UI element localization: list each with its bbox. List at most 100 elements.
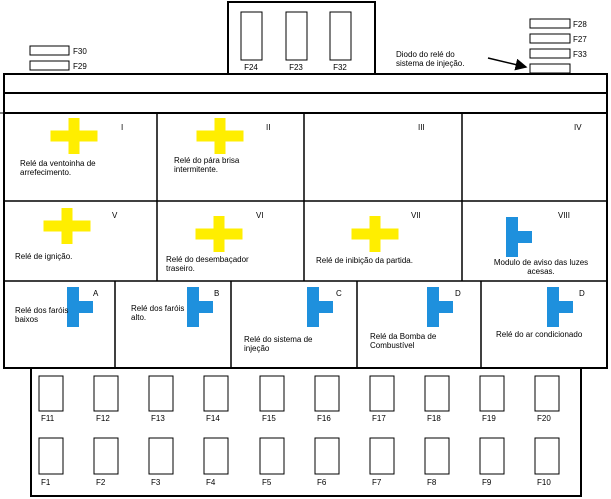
relay-label: Relé do desembaçador	[166, 255, 249, 264]
fuse: F17	[369, 375, 395, 423]
side-fuse-label: F27	[573, 35, 587, 44]
side-fuse: F27	[529, 33, 587, 44]
side-fuse: F30	[29, 45, 87, 56]
side-fuse-label: F28	[573, 20, 587, 29]
fuse-label: F16	[317, 414, 331, 423]
relay-numeral: VIII	[558, 211, 570, 220]
fuse-label: F14	[206, 414, 220, 423]
side-fuse	[529, 63, 571, 74]
relay-cell: V Relé de ignição.	[15, 208, 118, 261]
relay-label: Relé do sistema de	[244, 335, 313, 344]
fuse: F4	[203, 437, 229, 487]
fuse-label: F1	[41, 478, 51, 487]
fuse: F14	[203, 375, 229, 423]
relay-label: Relé da ventoinha de	[20, 159, 96, 168]
fuse-label: F2	[96, 478, 106, 487]
relay-letter: D	[455, 289, 461, 298]
relay-label: intermitente.	[174, 165, 218, 174]
relay-t-icon	[187, 287, 213, 327]
diode-label-line1: Diodo do relé do	[396, 50, 455, 59]
relay-numeral: III	[418, 123, 425, 132]
fuse-label: F12	[96, 414, 110, 423]
fuse: F9	[479, 437, 505, 487]
relay-cell: IV	[461, 113, 582, 201]
relay-label: acesas.	[527, 267, 555, 276]
fuse-label: F7	[372, 478, 382, 487]
relay-letter: A	[93, 289, 99, 298]
relay-cross-icon	[195, 216, 243, 252]
relay-label: Combustível	[370, 341, 415, 350]
relay-numeral: IV	[574, 123, 582, 132]
relay-numeral: VII	[411, 211, 421, 220]
diode-arrow	[487, 57, 528, 71]
relay-numeral: VI	[256, 211, 264, 220]
fuse: F15	[259, 375, 285, 423]
top-fuse-label: F32	[333, 63, 347, 72]
relay-label: Relé do ar condicionado	[496, 330, 583, 339]
side-fuse: F33	[529, 48, 587, 59]
fuse-label: F18	[427, 414, 441, 423]
relay-label: baixos	[15, 315, 38, 324]
fuse: F5	[259, 437, 285, 487]
fuse-label: F11	[41, 414, 55, 423]
fuse: F13	[148, 375, 174, 423]
relay-label: traseiro.	[166, 264, 195, 273]
fuse-label: F13	[151, 414, 165, 423]
fuse: F10	[534, 437, 560, 487]
relay-numeral: V	[112, 211, 118, 220]
relay-label: Relé dos faróis	[131, 304, 184, 313]
diode-annotation: Diodo do relé do sistema de injeção.	[396, 50, 528, 71]
fuse: F20	[534, 375, 560, 423]
relay-t-icon	[67, 287, 93, 327]
fuse: F8	[424, 437, 450, 487]
relay-label: Relé do pára brisa	[174, 156, 240, 165]
fuse-label: F20	[537, 414, 551, 423]
relay-label: Relé da Bomba de	[370, 332, 437, 341]
fuse: F19	[479, 375, 505, 423]
fuse-label: F6	[317, 478, 327, 487]
relay-label: Relé de ignição.	[15, 252, 72, 261]
relay-t-icon	[506, 217, 532, 257]
relay-t-icon	[427, 287, 453, 327]
fuse: F6	[314, 437, 340, 487]
relay-letter: D	[579, 289, 585, 298]
relay-cell: III	[303, 113, 425, 201]
relay-label: injeção	[244, 344, 270, 353]
relay-cross-icon	[196, 118, 244, 154]
fuse: F7	[369, 437, 395, 487]
fuse: F3	[148, 437, 174, 487]
top-fuse-label: F23	[289, 63, 303, 72]
relay-numeral: II	[266, 123, 270, 132]
fuse: F12	[93, 375, 119, 423]
fuse-label: F15	[262, 414, 276, 423]
side-fuse: F28	[529, 18, 587, 29]
relay-letter: C	[336, 289, 342, 298]
relay-t-icon	[547, 287, 573, 327]
top-fuse: F32	[329, 11, 352, 72]
top-fuse: F23	[285, 11, 308, 72]
relay-numeral: I	[121, 123, 123, 132]
fuse-label: F8	[427, 478, 437, 487]
diode-label-line2: sistema de injeção.	[396, 59, 464, 68]
relay-cell: D Relé do ar condicionado	[480, 281, 585, 368]
fuse: F16	[314, 375, 340, 423]
relay-t-icon	[307, 287, 333, 327]
fuse: F18	[424, 375, 450, 423]
top-fuse: F24	[240, 11, 263, 72]
fuse-label: F17	[372, 414, 386, 423]
top-fuse-label: F24	[244, 63, 258, 72]
relay-label: Modulo de aviso das luzes	[494, 258, 588, 267]
side-fuse-label: F33	[573, 50, 587, 59]
fuse: F11	[38, 375, 64, 423]
relay-label: arrefecimento.	[20, 168, 71, 177]
